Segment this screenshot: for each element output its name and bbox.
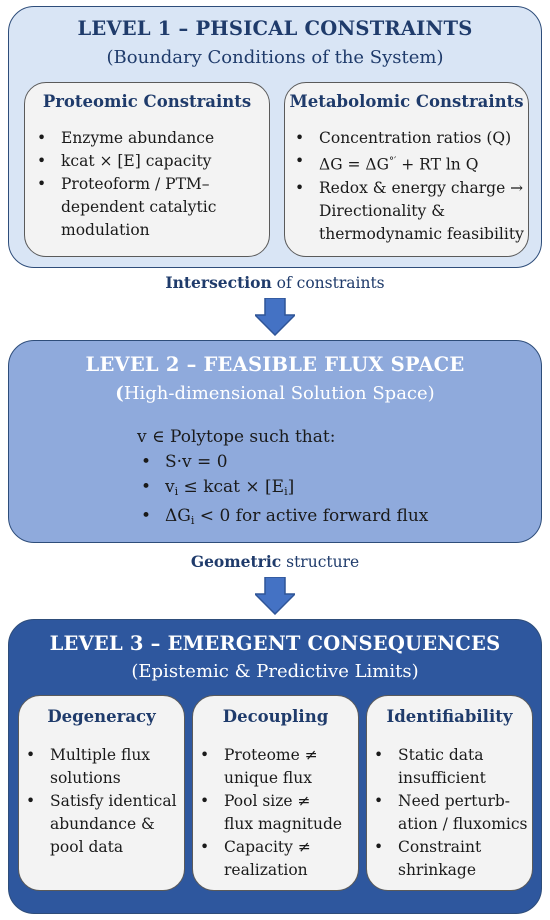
decoupling-title: Decoupling bbox=[222, 707, 329, 726]
proteomic-constraints-box: Proteomic Constraints Enzyme abundance k… bbox=[24, 82, 270, 257]
level1-subtitle: (Boundary Conditions of the System) bbox=[106, 47, 444, 68]
level2-subtitle: (High-dimensional Solution Space) bbox=[115, 383, 435, 404]
list-item: vi ≤ kcat × [Ei] bbox=[137, 475, 428, 504]
list-item: Concentration ratios (Q) bbox=[293, 127, 528, 150]
proteomic-constraints-title: Proteomic Constraints bbox=[42, 92, 252, 111]
level1-panel: LEVEL 1 – PHSICAL CONSTRAINTS (Boundary … bbox=[8, 6, 542, 268]
list-item: Proteoform / PTM–dependent catalyticmodu… bbox=[35, 173, 265, 242]
level3-title: LEVEL 3 – EMERGENT CONSEQUENCES bbox=[49, 632, 501, 655]
level3-panel: LEVEL 3 – EMERGENT CONSEQUENCES (Epistem… bbox=[8, 619, 542, 914]
connector-geometric-label: Geometric structure bbox=[190, 552, 360, 571]
proteomic-constraints-list: Enzyme abundance kcat × [E] capacity Pro… bbox=[35, 127, 265, 242]
list-item: Need perturb-ation / fluxomics bbox=[372, 790, 532, 836]
metabolomic-constraints-list: Concentration ratios (Q) ΔG = ΔG°′ + RT … bbox=[293, 127, 528, 246]
connector-intersection-label: Intersection of constraints bbox=[165, 273, 385, 292]
list-item: Capacity ≠realization bbox=[198, 836, 358, 882]
decoupling-list: Proteome ≠unique flux Pool size ≠flux ma… bbox=[198, 744, 358, 882]
level2-feasibility-conditions: v ∈ Polytope such that: S·v = 0 vi ≤ kca… bbox=[137, 425, 428, 533]
list-item: Proteome ≠unique flux bbox=[198, 744, 358, 790]
list-item: Pool size ≠flux magnitude bbox=[198, 790, 358, 836]
polytope-intro: v ∈ Polytope such that: bbox=[137, 427, 336, 447]
list-item: ΔG = ΔG°′ + RT ln Q bbox=[293, 150, 528, 177]
level2-panel: LEVEL 2 – FEASIBLE FLUX SPACE (High-dime… bbox=[8, 340, 542, 543]
level2-title: LEVEL 2 – FEASIBLE FLUX SPACE bbox=[85, 353, 465, 376]
decoupling-box: Decoupling Proteome ≠unique flux Pool si… bbox=[192, 695, 359, 891]
list-item: Enzyme abundance bbox=[35, 127, 265, 150]
list-item: kcat × [E] capacity bbox=[35, 150, 265, 173]
identifiability-box: Identifiability Static datainsufficient … bbox=[366, 695, 533, 891]
level3-subtitle: (Epistemic & Predictive Limits) bbox=[131, 661, 419, 682]
list-item: Redox & energy charge →Directionality &t… bbox=[293, 177, 528, 246]
identifiability-title: Identifiability bbox=[386, 707, 513, 726]
list-item: S·v = 0 bbox=[137, 450, 428, 475]
down-arrow-icon bbox=[255, 298, 295, 336]
level1-title: LEVEL 1 – PHSICAL CONSTRAINTS bbox=[77, 17, 473, 40]
metabolomic-constraints-box: Metabolomic Constraints Concentration ra… bbox=[284, 82, 529, 257]
list-item: ΔGi < 0 for active forward flux bbox=[137, 504, 428, 533]
down-arrow-icon bbox=[255, 577, 295, 615]
metabolomic-constraints-title: Metabolomic Constraints bbox=[289, 92, 524, 111]
degeneracy-title: Degeneracy bbox=[47, 707, 156, 726]
